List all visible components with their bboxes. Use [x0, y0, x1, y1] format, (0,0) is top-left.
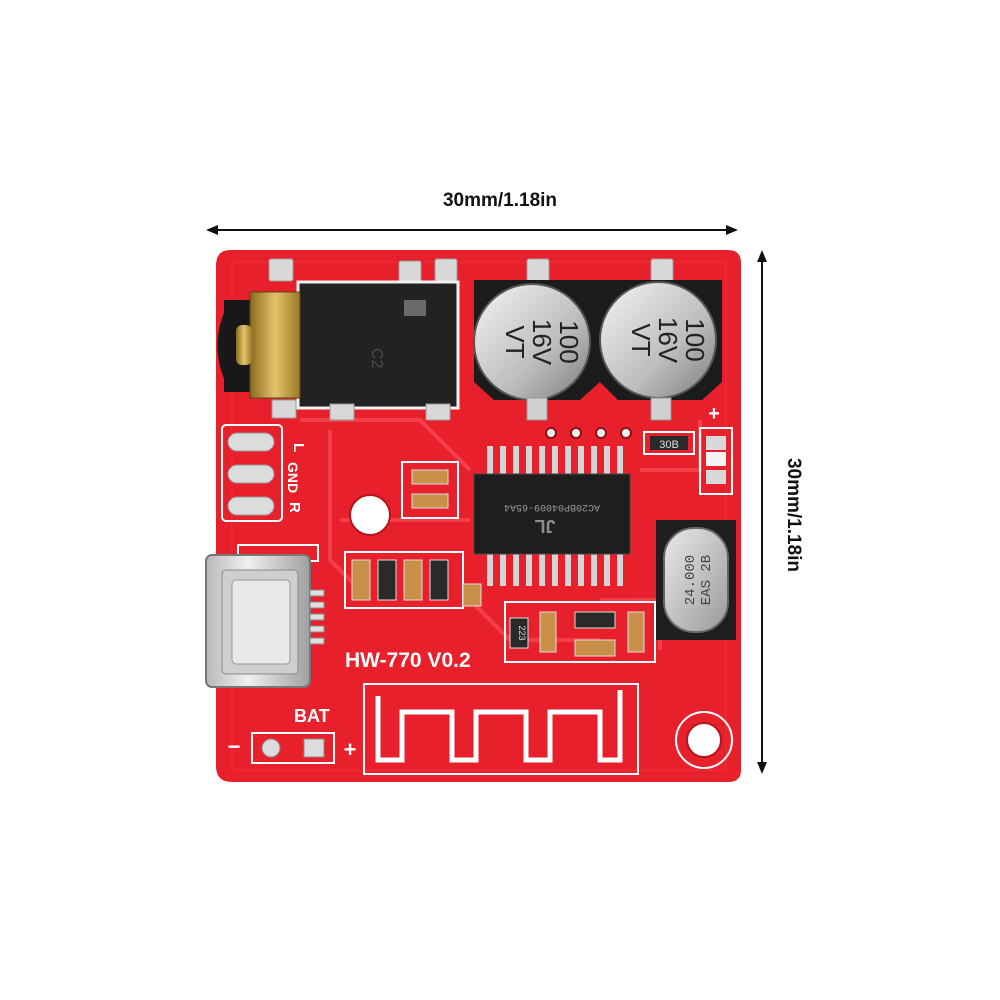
resistor-mid-code: 223: [517, 625, 527, 640]
resistor-row: [344, 551, 482, 609]
capacitor-left-line2: 16V: [527, 319, 557, 366]
pin-label-l: L: [290, 443, 307, 452]
capacitor-right-line3: VT: [626, 323, 656, 356]
crystal-oscillator: 24.000 EAS 2B: [656, 520, 736, 640]
bottom-middle-components: 223: [504, 601, 656, 663]
main-chip: AC20BP04009-65A4 JL: [473, 446, 631, 586]
crystal-line2: EAS 2B: [699, 555, 715, 605]
width-dimension-label: 30mm/1.18in: [442, 190, 558, 211]
top-pads: [268, 258, 674, 284]
battery-minus: −: [228, 734, 241, 759]
chip-logo: JL: [534, 516, 555, 536]
battery-plus: +: [344, 737, 357, 762]
pin-label-gnd: GND: [285, 462, 301, 493]
capacitor-left-line1: 100: [554, 320, 584, 363]
via-holes: [545, 427, 632, 439]
chip-marking: AC20BP04009-65A4: [504, 501, 600, 512]
resistor-top-right: 30B: [643, 431, 695, 455]
mounting-hole-left: [349, 494, 391, 536]
pin-label-r: R: [286, 502, 303, 513]
capacitor-left-line3: VT: [500, 325, 530, 358]
capacitor-right: 100 16V VT: [599, 280, 722, 421]
battery-label: BAT: [294, 706, 330, 726]
crystal-line1: 24.000: [683, 555, 699, 605]
micro-usb-port: [205, 544, 325, 688]
resistor-top-right-code: 30B: [659, 439, 679, 451]
capacitor-left: 100 16V VT: [473, 280, 600, 421]
width-dimension-arrow: [206, 225, 738, 235]
led-plus: +: [708, 403, 720, 425]
battery-pads: BAT − +: [228, 706, 357, 764]
led: +: [699, 403, 733, 495]
capacitor-right-line1: 100: [680, 318, 710, 361]
audio-output-pads: L GND R: [221, 424, 307, 522]
capacitor-right-line2: 16V: [653, 317, 683, 364]
pcb-antenna: [363, 683, 639, 775]
height-dimension-arrow: [757, 250, 767, 774]
mounting-hole-right: [675, 711, 733, 769]
jack-marking: C2: [368, 348, 385, 369]
audio-jack: C2: [217, 280, 460, 421]
small-components-left: [401, 461, 459, 519]
board-name: HW-770 V0.2: [345, 649, 471, 672]
